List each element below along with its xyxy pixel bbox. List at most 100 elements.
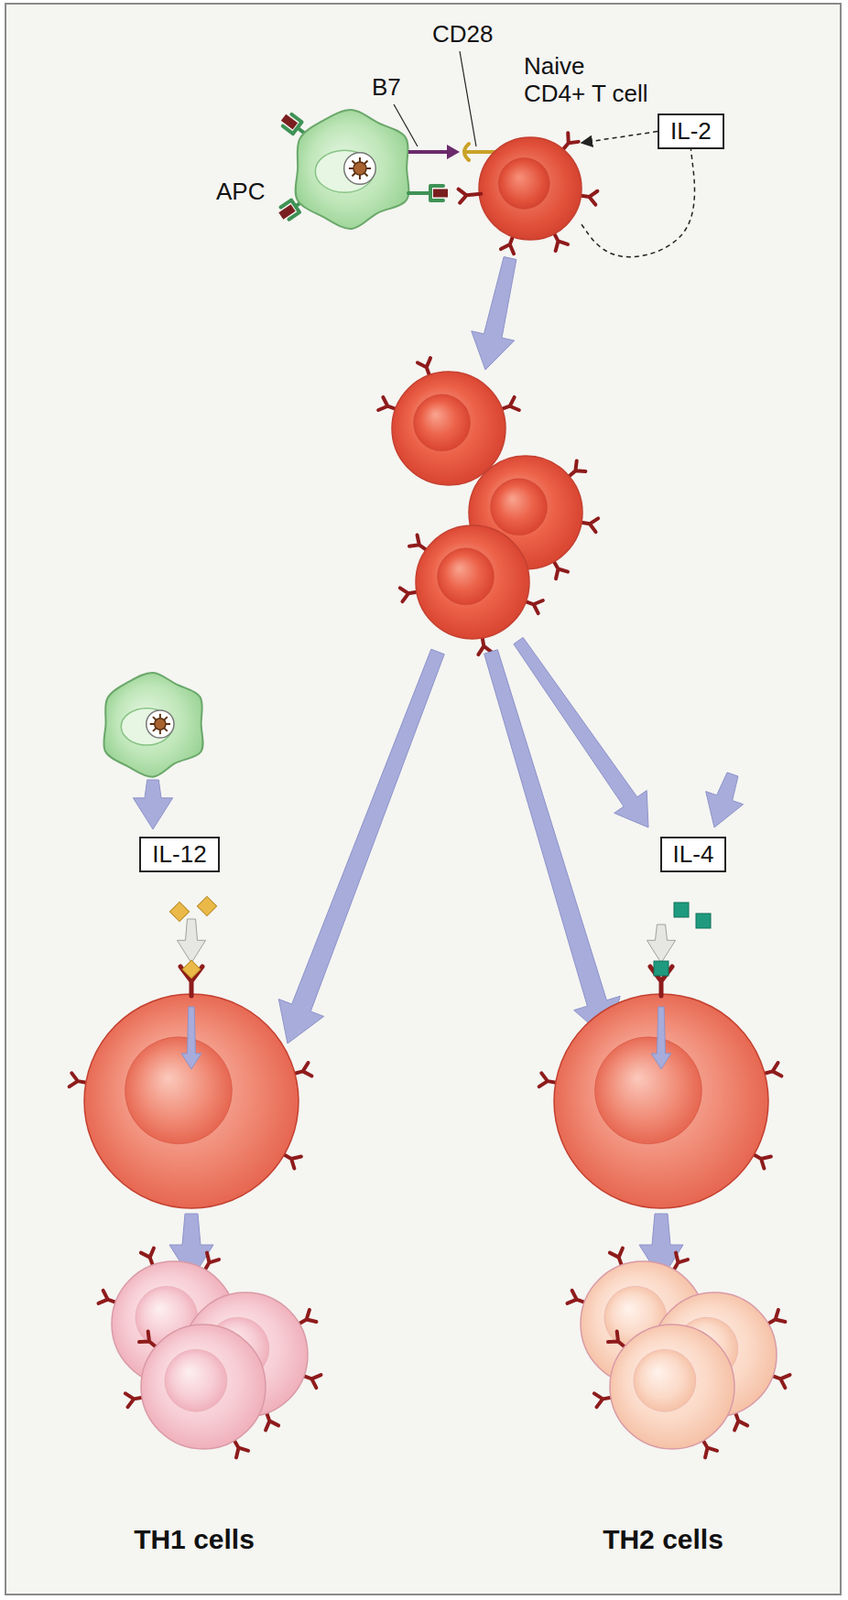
apc-body [103,673,203,778]
virus-spike [150,723,155,726]
phagosome [344,152,377,185]
effector-cell [125,1325,266,1458]
cell-label: APC [216,177,265,207]
antigen-presenting-cell [295,109,410,229]
t-cell-receptor [500,235,514,254]
cell-name: TH2 cells [602,1523,724,1557]
signal-arrow [181,1007,202,1070]
cell-nucleus [124,1037,232,1145]
t-cell [400,525,544,655]
cytokine-box: IL-2 [657,113,725,150]
cell-label: TH1 cells [133,1523,255,1557]
il-12-molecule [182,960,201,979]
cell-label: TH2 cells [602,1523,724,1557]
effector-cell [594,1325,735,1458]
mhc-molecule [408,185,448,201]
flow-arrow [132,780,173,830]
t-cell [69,994,313,1209]
signal-arrow [646,924,675,964]
t-cell-receptor [233,1439,249,1458]
cell-nucleus [413,394,471,452]
cell-nucleus [594,1037,702,1145]
t-cell-receptor [673,1253,688,1272]
cell-body [478,137,582,240]
cell-name: TH1 cells [133,1523,255,1557]
cytokine-box: IL-4 [660,837,728,873]
peptide [281,114,298,131]
cytokine-box: IL-12 [139,837,219,873]
virus [353,162,367,175]
cytokine-name: IL-12 [152,840,207,870]
virus-spike [165,723,171,726]
il-12-molecule [196,896,217,916]
t-cell-receptor [523,600,543,614]
il-4-molecule [695,913,711,929]
t-cell-receptor [378,397,397,411]
t-cell-receptor [771,1375,790,1389]
th1-cluster [98,1249,322,1459]
b7-molecule [408,150,449,154]
b7-head [446,144,460,160]
t-cell-receptor [409,535,428,552]
flow-arrow [471,256,517,370]
flow-arrow [706,772,744,828]
peptide [278,204,295,219]
t-cell-receptor [302,1375,321,1389]
t-cell-receptor [204,1253,219,1272]
leader-line [393,104,418,147]
cell-body [609,1325,735,1450]
t-cell-receptor [734,1412,748,1431]
flow-arrow [513,637,649,828]
signal-arrow [651,1007,672,1070]
cell-body [141,1325,266,1450]
t-cell-receptor [141,1249,154,1268]
peptide [433,189,448,198]
cell-nucleus [437,548,495,606]
molecule-label: B7 [371,73,402,102]
cytokines [169,896,711,929]
autocrine-connector [581,131,658,143]
signal-arrow [176,919,206,964]
cell-body [391,371,506,486]
th2-cluster [567,1249,791,1459]
leader-line [459,51,477,147]
il-4-molecule [653,961,669,977]
t-cell-receptor [139,1332,157,1349]
t-cell-receptor [553,560,568,579]
cell-body [415,525,530,640]
t-cell-receptor [417,358,431,377]
t-cell-receptor [567,460,586,478]
t-cell-receptor [567,1291,587,1305]
cell-nucleus [498,157,550,209]
cell-body [554,994,769,1209]
cytokine-name: IL-2 [670,117,712,146]
naive-t-cell-node: Naive CD4+ T cell [478,137,582,240]
flow-arrow [278,649,445,1044]
proliferating-cells [378,358,598,655]
apc-body [295,109,410,229]
t-cell [539,994,783,1209]
molecule-label: CD28 [432,20,493,49]
cell-name: APC [216,177,265,207]
virus-spike [366,167,371,170]
frame [5,3,841,1596]
cell-nucleus [164,1349,228,1413]
t-cell-receptor [752,1154,772,1170]
cytokine-name: IL-4 [673,840,715,870]
autocrine-connector [581,149,695,258]
t-cell-receptor [98,1291,118,1305]
t-cell-receptor [702,1439,718,1458]
t-cell-receptor [553,232,568,251]
t-cell-receptor [608,1332,626,1349]
t-cell-receptor [500,397,519,411]
differentiating-t-cell [69,960,313,1209]
naive-t-cell [478,132,598,254]
differentiating-t-cell [539,961,783,1209]
il-12-molecule [169,902,189,922]
t-cell-receptor [297,1310,316,1326]
virus-spike [152,717,157,721]
t-cell-receptor [458,189,482,204]
